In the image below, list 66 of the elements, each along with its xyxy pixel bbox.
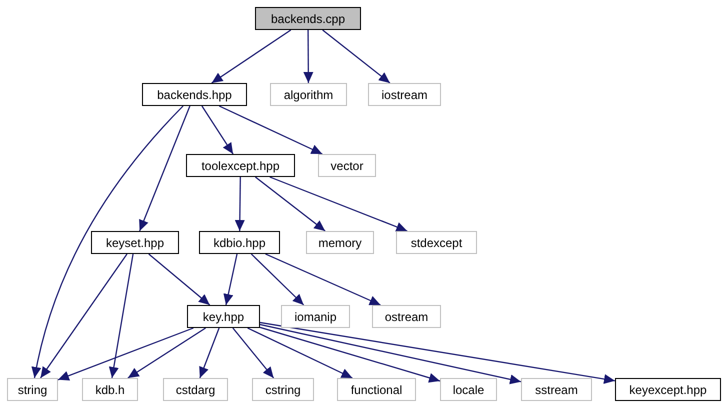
include-arrow <box>270 176 408 232</box>
include-arrow <box>234 177 245 231</box>
file-name: string <box>18 384 48 396</box>
include-arrow <box>260 324 522 384</box>
file-box <box>187 305 260 328</box>
file-box <box>199 231 280 254</box>
file-name: functional <box>350 384 402 396</box>
include-arrow <box>32 106 184 378</box>
file-name: vector <box>330 160 364 172</box>
include-arrow <box>260 322 616 384</box>
include-arrow <box>232 328 274 378</box>
file-name: kdb.h <box>95 384 125 396</box>
file-name: iostream <box>381 88 428 100</box>
include-arrow <box>199 328 220 378</box>
include-arrow <box>201 106 234 154</box>
include-arrow <box>108 254 134 378</box>
include-arrow <box>211 30 292 84</box>
file-box <box>142 83 247 106</box>
file-name: cstdarg <box>176 384 216 396</box>
file-name: toolexcept.hpp <box>201 160 280 172</box>
file-box <box>270 83 347 106</box>
file-box <box>7 378 58 401</box>
file-name: backends.hpp <box>157 88 232 100</box>
include-arrow <box>260 326 440 383</box>
file-box <box>318 154 376 177</box>
file-name: sstream <box>535 384 578 396</box>
file-box <box>186 154 295 177</box>
file-box <box>368 83 441 106</box>
include-arrow <box>247 327 353 379</box>
file-name: locale <box>452 384 484 396</box>
include-arrow <box>139 106 190 232</box>
file-box <box>337 378 416 401</box>
include-arrow <box>303 30 314 83</box>
include-arrow <box>40 254 128 378</box>
file-box <box>521 378 592 401</box>
file-box <box>252 378 314 401</box>
include-arrow <box>128 328 206 378</box>
file-name: ostream <box>384 310 428 322</box>
file-name: keyset.hpp <box>106 236 164 248</box>
file-name: stdexcept <box>410 236 462 248</box>
include-arrow <box>148 254 210 306</box>
file-box <box>281 305 350 328</box>
file-box <box>91 231 179 254</box>
file-name: cstring <box>265 384 301 396</box>
include-arrow <box>223 254 238 306</box>
file-box <box>440 378 497 401</box>
include-arrow <box>322 30 390 84</box>
file-box <box>615 378 721 401</box>
file-box <box>82 378 138 401</box>
include-arrow <box>218 105 323 155</box>
file-name: iomanip <box>294 310 337 322</box>
file-box <box>163 378 228 401</box>
include-arrow <box>255 176 326 232</box>
include-arrow <box>58 327 194 380</box>
include-arrow <box>250 254 304 306</box>
file-name: key.hpp <box>202 310 244 322</box>
file-name: memory <box>318 236 362 248</box>
file-box <box>306 231 374 254</box>
file-box <box>372 305 441 328</box>
file-name: keyexcept.hpp <box>629 384 707 396</box>
file-box <box>255 7 361 30</box>
file-box <box>396 231 477 254</box>
file-name: kdbio.hpp <box>213 236 266 248</box>
include-arrow <box>265 253 381 306</box>
file-name: backends.cpp <box>270 12 346 24</box>
file-name: algorithm <box>284 88 334 100</box>
